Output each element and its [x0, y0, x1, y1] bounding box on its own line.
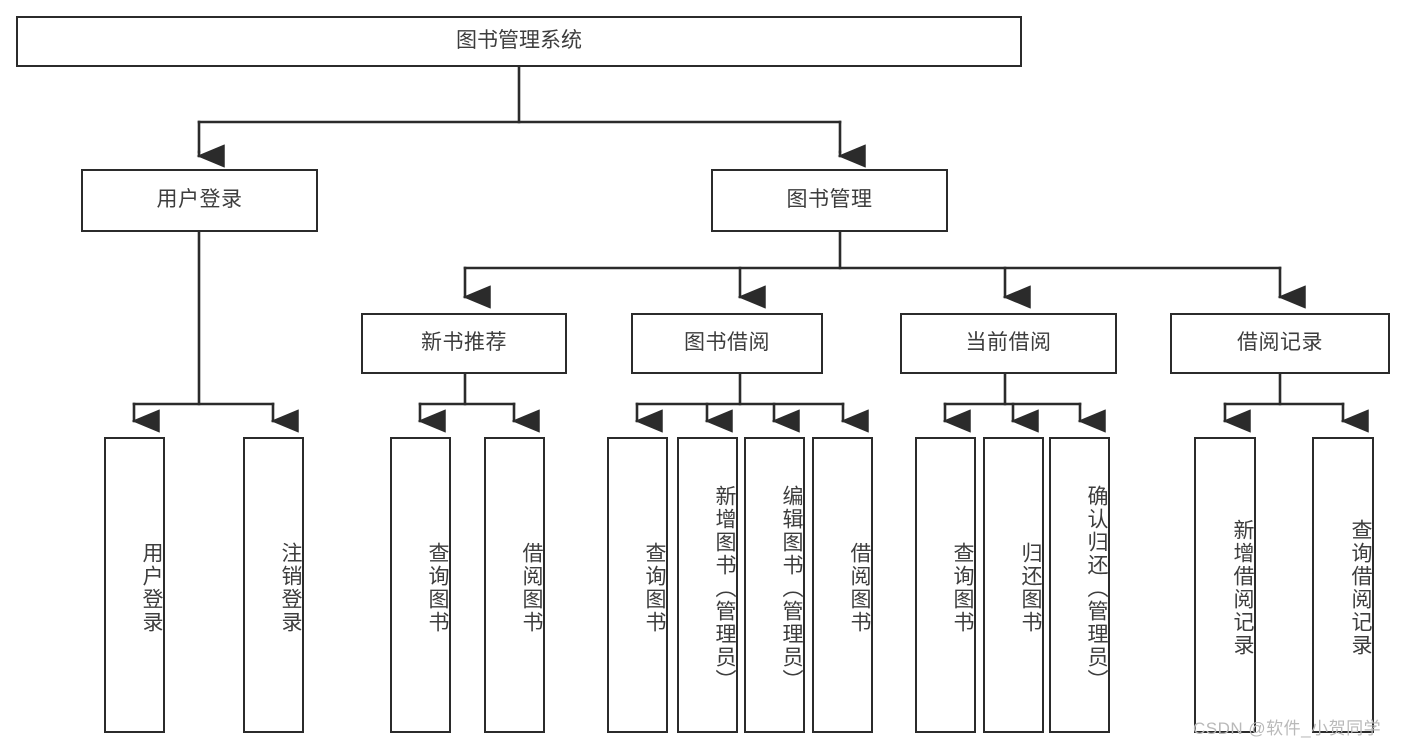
- leaf-borrow-book[interactable]: 借阅图书: [812, 437, 873, 733]
- csdn-watermark: CSDN @软件_小贺同学: [1193, 719, 1382, 738]
- node-label: 新增图书（管理员）: [713, 484, 736, 692]
- node-current-borrow[interactable]: 当前借阅: [900, 313, 1117, 374]
- node-label: 新书推荐: [421, 331, 507, 355]
- node-book-management[interactable]: 图书管理: [711, 169, 948, 232]
- node-label: 注销登录: [279, 542, 302, 634]
- node-label: 借阅图书: [848, 542, 871, 634]
- leaf-add-borrow-record[interactable]: 新增借阅记录: [1194, 437, 1256, 733]
- node-label: 当前借阅: [965, 331, 1052, 355]
- node-label: 归还图书: [1019, 542, 1042, 634]
- node-label: 图书管理系统: [456, 29, 582, 53]
- node-book-borrow[interactable]: 图书借阅: [631, 313, 823, 374]
- leaf-query-book-borrow[interactable]: 查询图书: [607, 437, 668, 733]
- node-label: 查询图书: [643, 542, 666, 634]
- leaf-borrow-book-new[interactable]: 借阅图书: [484, 437, 545, 733]
- node-label: 新增借阅记录: [1231, 519, 1254, 657]
- leaf-query-book-new[interactable]: 查询图书: [390, 437, 451, 733]
- leaf-user-login[interactable]: 用户登录: [104, 437, 165, 733]
- leaf-confirm-return-admin[interactable]: 确认归还（管理员）: [1049, 437, 1110, 733]
- node-label: 图书借阅: [684, 331, 770, 355]
- leaf-query-borrow-record[interactable]: 查询借阅记录: [1312, 437, 1374, 733]
- leaf-add-book-admin[interactable]: 新增图书（管理员）: [677, 437, 738, 733]
- node-label: 查询图书: [426, 542, 449, 634]
- node-label: 编辑图书（管理员）: [780, 484, 803, 692]
- node-root-system[interactable]: 图书管理系统: [16, 16, 1022, 67]
- node-label: 确认归还（管理员）: [1085, 484, 1108, 692]
- node-label: 图书管理: [786, 188, 873, 212]
- node-label: 借阅图书: [520, 542, 543, 634]
- leaf-query-book-current[interactable]: 查询图书: [915, 437, 976, 733]
- leaf-logout[interactable]: 注销登录: [243, 437, 304, 733]
- leaf-return-book[interactable]: 归还图书: [983, 437, 1044, 733]
- node-borrow-record[interactable]: 借阅记录: [1170, 313, 1390, 374]
- node-label: 用户登录: [156, 188, 243, 212]
- node-label: 用户登录: [140, 542, 163, 634]
- node-label: 查询借阅记录: [1349, 519, 1372, 657]
- node-label: 查询图书: [951, 542, 974, 634]
- node-user-login[interactable]: 用户登录: [81, 169, 318, 232]
- node-label: 借阅记录: [1237, 331, 1323, 355]
- leaf-edit-book-admin[interactable]: 编辑图书（管理员）: [744, 437, 805, 733]
- node-new-book-recommend[interactable]: 新书推荐: [361, 313, 567, 374]
